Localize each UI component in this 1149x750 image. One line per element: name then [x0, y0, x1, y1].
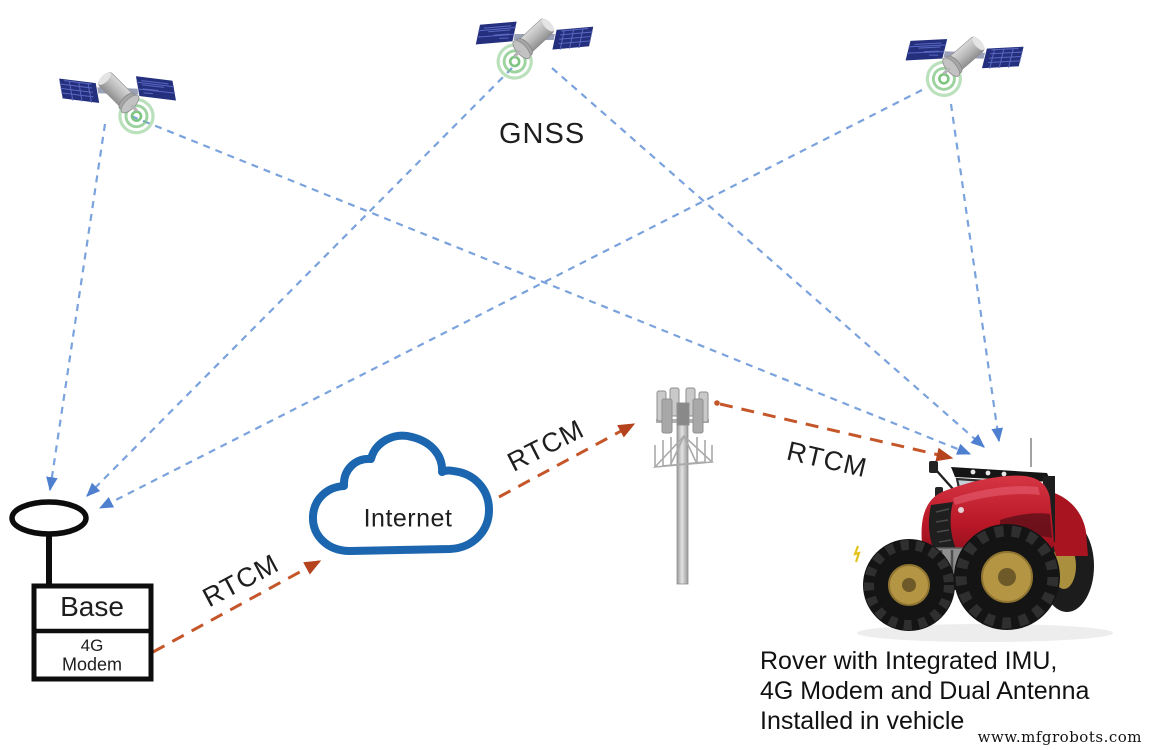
yellow-mark	[853, 545, 861, 563]
link-tower-rover	[719, 402, 954, 462]
rover-caption-line1: Rover with Integrated IMU,	[760, 647, 1058, 675]
gnss-label: GNSS	[499, 118, 586, 150]
rtcm-links	[152, 402, 954, 654]
rover-caption-line2: 4G Modem and Dual Antenna	[760, 677, 1090, 705]
modem-label-line2: Modem	[61, 654, 123, 675]
link-sat2-rover	[551, 67, 985, 448]
watermark-text: www.mfgrobots.com	[977, 728, 1142, 746]
gnss-signal-lines	[46, 67, 1003, 509]
cell-tower-icon	[652, 387, 714, 585]
link-sat3-rover	[949, 103, 1003, 443]
base-label: Base	[60, 591, 124, 622]
link-sat1-base	[46, 123, 107, 492]
internet-cloud-icon	[309, 431, 493, 555]
link-sat1-rover	[130, 114, 972, 456]
base-antenna-icon	[9, 499, 89, 537]
internet-label: Internet	[363, 504, 453, 533]
link-base-internet	[152, 559, 322, 654]
tractor-icon	[857, 438, 1113, 642]
base-station	[9, 499, 154, 682]
rover-caption: Rover with Integrated IMU, 4G Modem and …	[760, 646, 1089, 736]
link-internet-tower	[498, 422, 636, 499]
link-start-dot	[714, 400, 720, 406]
modem-label-line1: 4G	[80, 636, 104, 655]
satellite-3-icon	[897, 16, 1027, 114]
link-sat3-base	[98, 89, 923, 509]
satellite-2-icon	[468, 0, 596, 94]
tower-antenna-array	[656, 387, 709, 434]
satellite-1-icon	[56, 55, 183, 147]
link-sat2-base	[86, 67, 513, 497]
rover-caption-line3: Installed in vehicle	[760, 707, 965, 735]
tower-platform	[652, 434, 714, 468]
